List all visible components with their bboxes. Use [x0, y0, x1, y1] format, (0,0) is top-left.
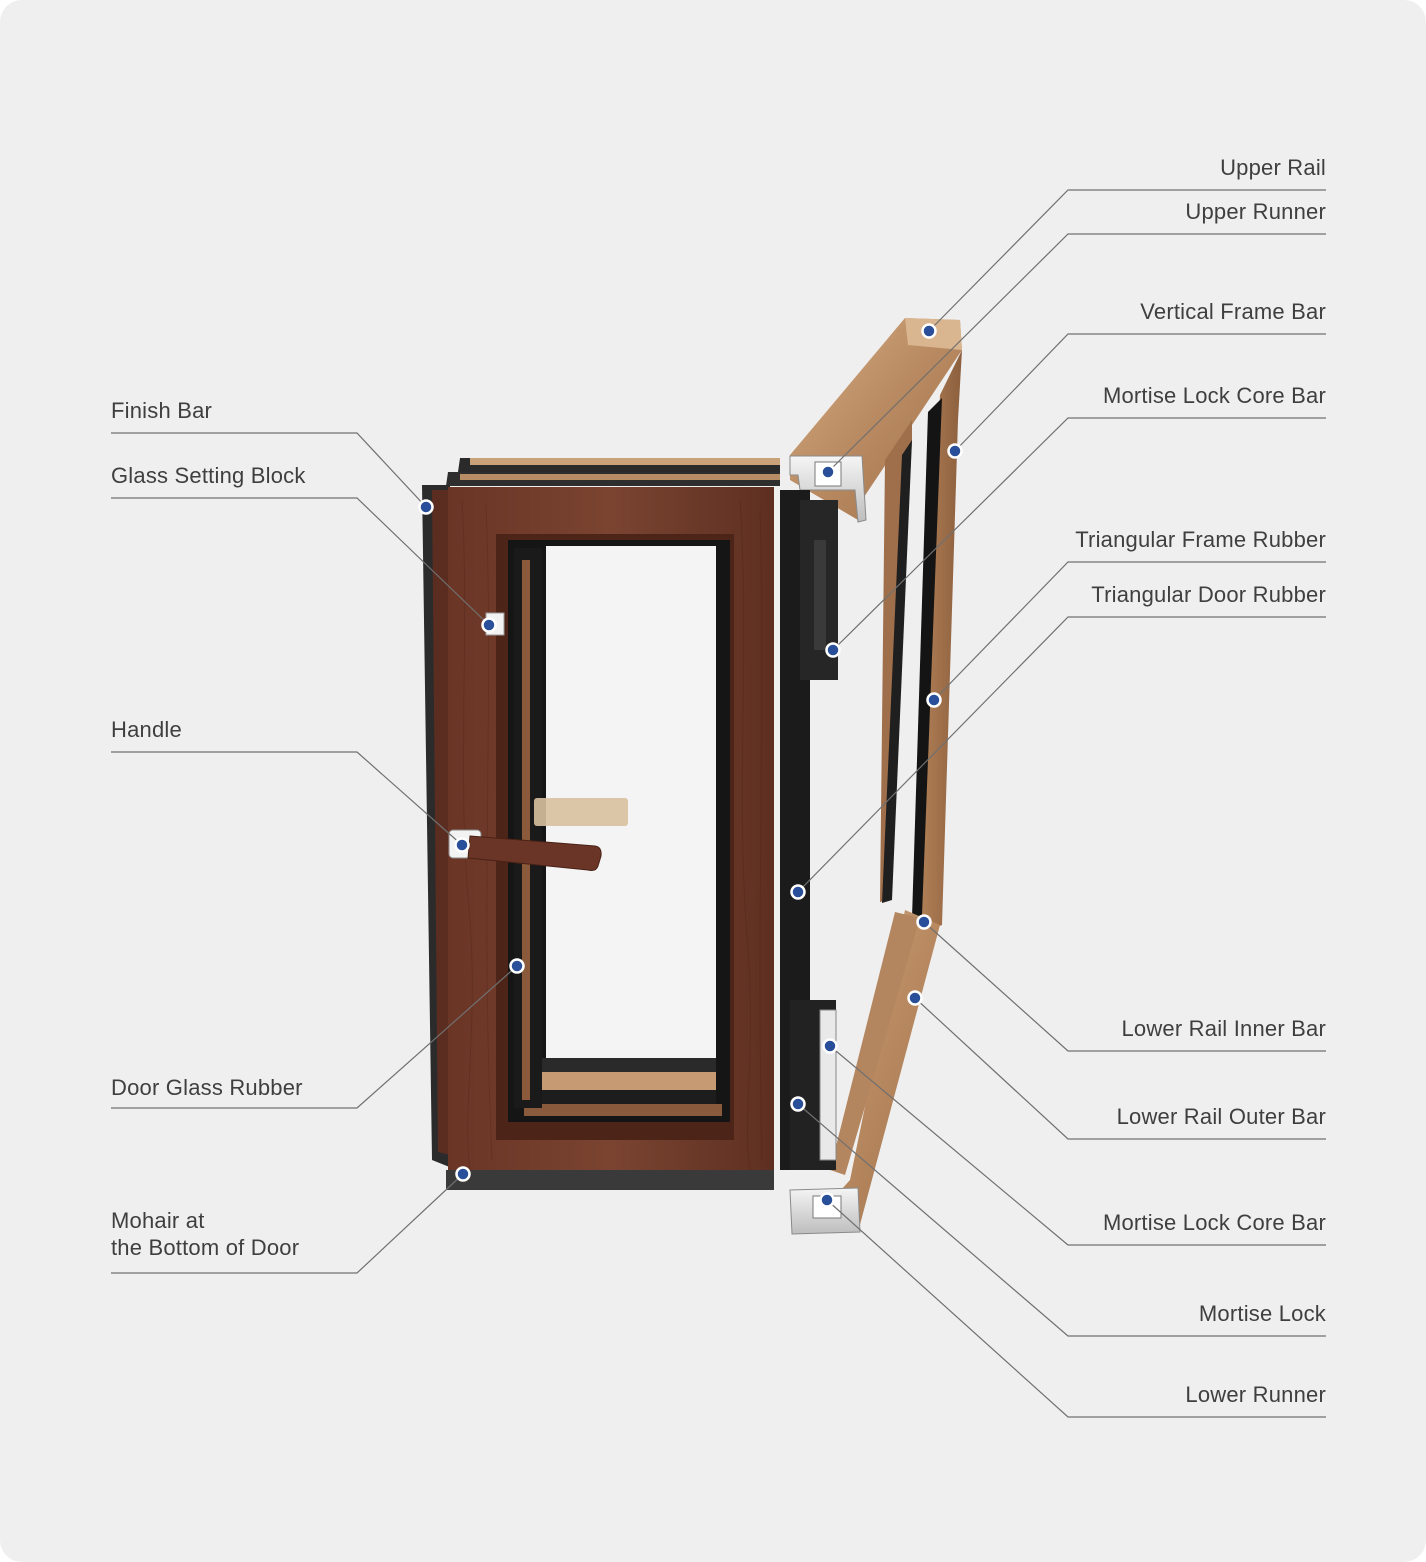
- leader-lines: [111, 189, 1326, 1418]
- glass-bottom-layer-2: [534, 1072, 716, 1090]
- label-finish-bar: Finish Bar: [111, 398, 213, 423]
- label-upper-rail: Upper Rail: [1220, 155, 1326, 180]
- sash-top-layer-4: [460, 474, 780, 480]
- leader-glass-setting-block: [111, 497, 490, 626]
- label-handle: Handle: [111, 717, 182, 742]
- frame-rubber-strip-2: [882, 440, 912, 903]
- sash-wood-grain: [461, 499, 763, 1171]
- leader-triangular-frame-rubber: [933, 561, 1326, 701]
- marker-mohair: [455, 1166, 471, 1182]
- glass-bottom-layer-3: [534, 1090, 716, 1104]
- marker-lower-rail-outer-bar: [907, 990, 923, 1006]
- marker-upper-rail: [921, 323, 937, 339]
- label-triangular-door-rubber: Triangular Door Rubber: [1091, 582, 1326, 607]
- marker-lower-runner: [819, 1192, 835, 1208]
- leader-mohair: [111, 1173, 464, 1274]
- label-lower-runner: Lower Runner: [1185, 1382, 1326, 1407]
- mortise-lock-plate: [819, 1009, 837, 1161]
- marker-finish-bar: [418, 499, 434, 515]
- leader-triangular-door-rubber: [797, 616, 1326, 893]
- sash-top-layer-2: [470, 458, 780, 465]
- glass-bottom-layer-4: [524, 1104, 722, 1116]
- marker-triangular-frame-rubber: [926, 692, 942, 708]
- label-triangular-frame-rubber: Triangular Frame Rubber: [1075, 527, 1326, 552]
- marker-handle: [454, 837, 470, 853]
- leader-finish-bar: [111, 432, 427, 508]
- glass-bottom-layer-1: [530, 1058, 716, 1072]
- mohair-strip: [446, 1170, 774, 1190]
- handle-lever: [467, 835, 602, 871]
- leader-upper-rail: [928, 189, 1326, 332]
- label-mortise-lock-core-bar-lower: Mortise Lock Core Bar: [1102, 1210, 1326, 1235]
- label-mohair-line-1: Mohair at: [111, 1208, 205, 1233]
- marker-mortise-lock-core-bar-upper: [825, 642, 841, 658]
- label-mohair-line-2: the Bottom of Door: [111, 1235, 300, 1260]
- frame-rubber-strip: [912, 398, 942, 918]
- leader-vertical-frame-bar: [954, 333, 1326, 452]
- marker-vertical-frame-bar: [947, 443, 963, 459]
- leader-lower-runner: [826, 1199, 1326, 1418]
- label-glass-setting-block: Glass Setting Block: [111, 463, 306, 488]
- marker-upper-runner: [820, 464, 836, 480]
- label-door-glass-rubber: Door Glass Rubber: [111, 1075, 303, 1100]
- label-mortise-lock-core-bar-upper: Mortise Lock Core Bar: [1102, 383, 1326, 408]
- leader-mortise-lock-core-bar-upper: [832, 417, 1326, 651]
- leader-upper-runner: [827, 233, 1326, 473]
- marker-mortise-lock: [790, 1096, 806, 1112]
- sash-side-wood: [432, 490, 450, 1155]
- marker-mortise-lock-core-bar-lower: [822, 1038, 838, 1054]
- leader-lower-rail-outer-bar: [914, 997, 1326, 1140]
- marker-glass-setting-block: [481, 617, 497, 633]
- leader-handle: [111, 751, 463, 846]
- lock-column: [780, 490, 838, 1170]
- label-mortise-lock: Mortise Lock: [1198, 1301, 1326, 1326]
- upper-runner-profile: [789, 455, 867, 523]
- marker-triangular-door-rubber: [790, 884, 806, 900]
- marker-lower-rail-inner-bar: [916, 914, 932, 930]
- leader-door-glass-rubber: [111, 965, 518, 1109]
- lower-rail-inner: [830, 912, 920, 1175]
- markers: [418, 323, 963, 1208]
- handle-shadow-strip: [534, 798, 628, 826]
- leader-lower-rail-inner-bar: [923, 921, 1326, 1052]
- label-lower-rail-outer-bar: Lower Rail Outer Bar: [1116, 1104, 1326, 1129]
- label-upper-runner: Upper Runner: [1185, 199, 1326, 224]
- handle: [448, 798, 628, 871]
- leader-mortise-lock-core-bar-lower: [829, 1045, 1326, 1246]
- leader-mortise-lock: [797, 1103, 1326, 1337]
- label-lower-rail-inner-bar: Lower Rail Inner Bar: [1121, 1016, 1326, 1041]
- door-sash: [422, 458, 780, 1190]
- inner-rubber-left-wood: [522, 560, 530, 1100]
- label-vertical-frame-bar: Vertical Frame Bar: [1140, 299, 1326, 324]
- upper-lock-slot: [814, 540, 826, 650]
- marker-door-glass-rubber: [509, 958, 525, 974]
